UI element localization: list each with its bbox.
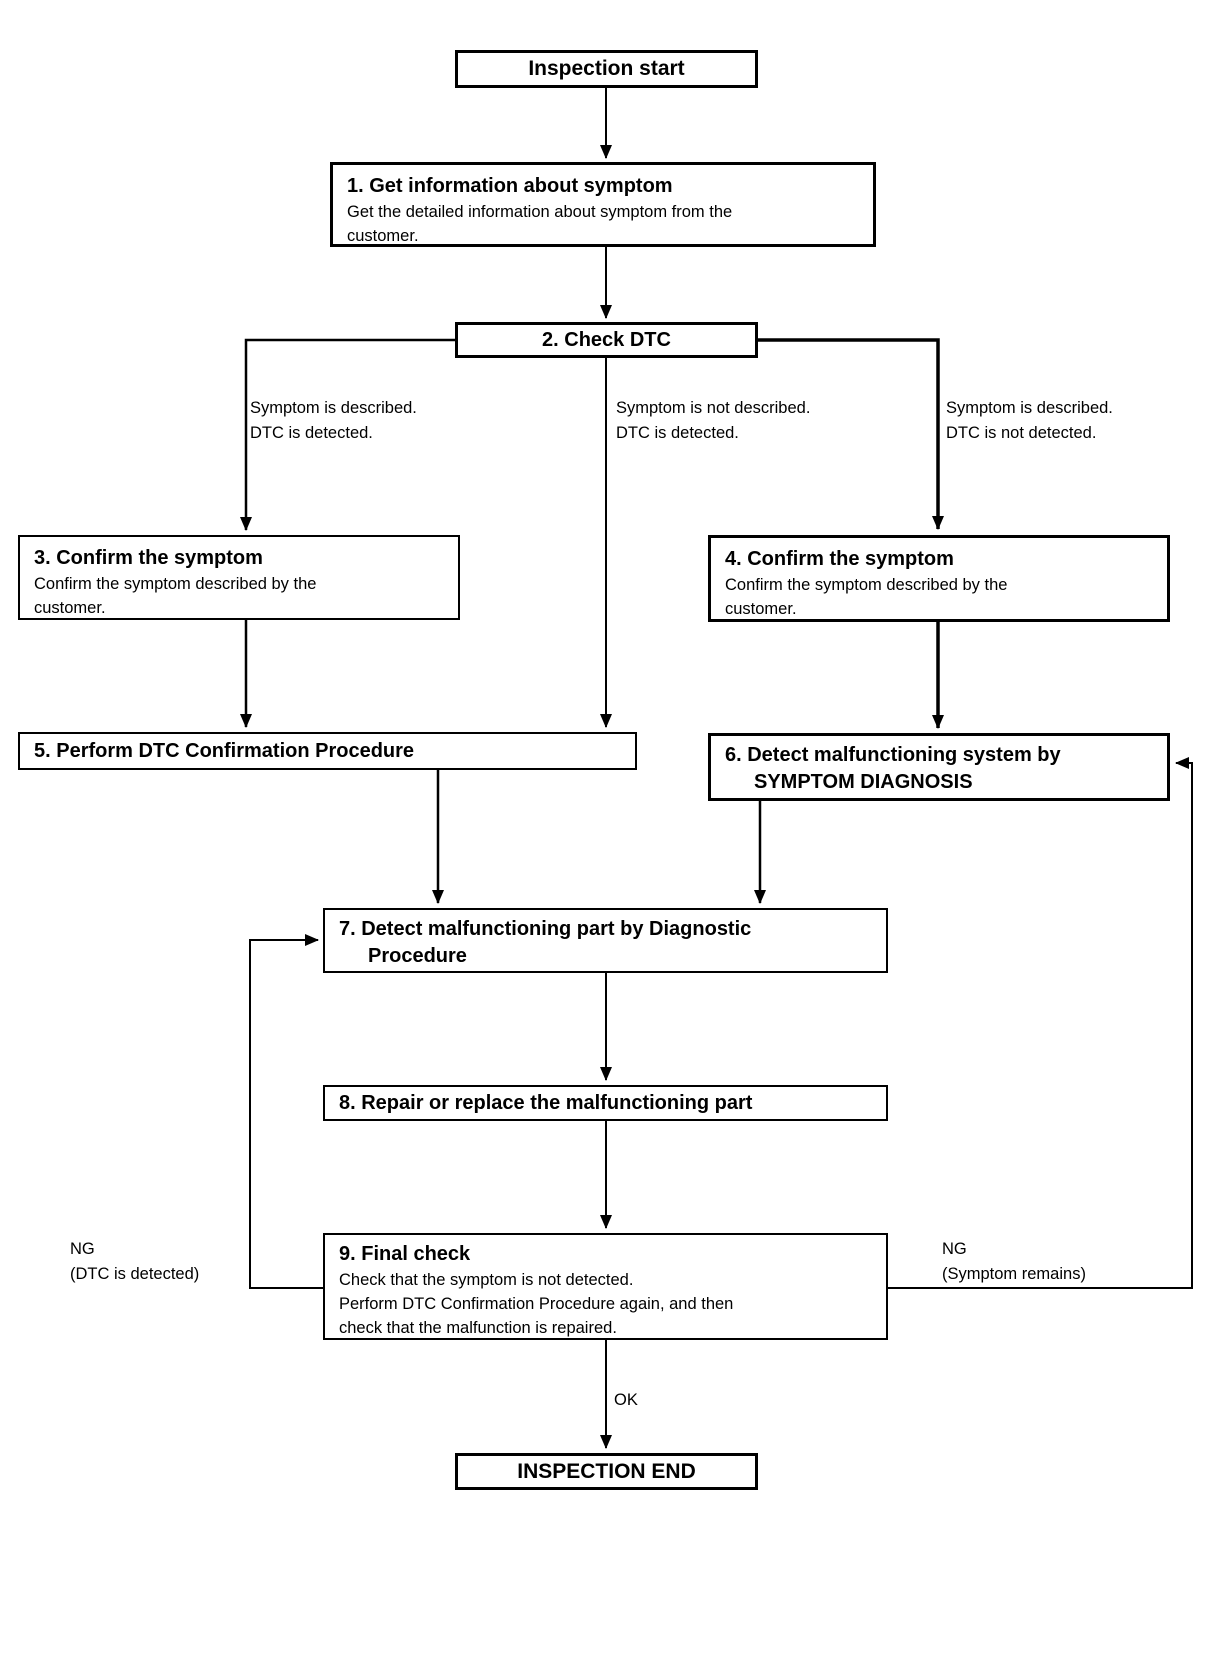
step9-title: 9. Final check: [339, 1243, 471, 1265]
node-step8: 8. Repair or replace the malfunctioning …: [323, 1085, 888, 1121]
step8-title: 8. Repair or replace the malfunctioning …: [339, 1091, 753, 1114]
branch-label-right: Symptom is described. DTC is not detecte…: [946, 396, 1113, 446]
ng-right-line1: NG: [942, 1240, 967, 1258]
branch-right-line2: DTC is not detected.: [946, 424, 1097, 442]
edge-ng-step9-to-step6: [887, 757, 1193, 1289]
branch-mid-line1: Symptom is not described.: [616, 399, 811, 417]
step6-title-line2: SYMPTOM DIAGNOSIS: [754, 771, 973, 793]
inspection-end-label: INSPECTION END: [517, 1459, 696, 1483]
branch-left-line2: DTC is detected.: [250, 424, 373, 442]
node-step5: 5. Perform DTC Confirmation Procedure: [18, 732, 637, 770]
step2-title: 2. Check DTC: [542, 328, 671, 351]
step1-body-line2: customer.: [347, 227, 419, 245]
step7-title-line2: Procedure: [368, 945, 467, 967]
step5-title: 5. Perform DTC Confirmation Procedure: [34, 739, 415, 762]
step3-title: 3. Confirm the symptom: [34, 547, 263, 569]
node-step1: 1. Get information about symptom Get the…: [330, 162, 876, 247]
step9-body-line3: check that the malfunction is repaired.: [339, 1319, 617, 1337]
step1-body-line1: Get the detailed information about sympt…: [347, 203, 733, 221]
edge-step2-to-step3: [240, 338, 457, 531]
ng-left-line2: (DTC is detected): [70, 1265, 200, 1283]
edge-ng-step9-to-step7: [249, 934, 324, 1289]
step3-body-line2: customer.: [34, 599, 106, 617]
ng-left-label: NG (DTC is detected): [70, 1237, 199, 1287]
branch-label-mid: Symptom is not described. DTC is detecte…: [616, 396, 810, 446]
step7-title-line1: 7. Detect malfunctioning part by Diagnos…: [339, 918, 752, 940]
step9-body-line1: Check that the symptom is not detected.: [339, 1271, 634, 1289]
node-step2: 2. Check DTC: [455, 322, 758, 358]
ng-right-line2: (Symptom remains): [942, 1265, 1086, 1283]
branch-left-line1: Symptom is described.: [250, 399, 417, 417]
edge-step2-to-step4: [756, 338, 944, 530]
ok-label: OK: [614, 1388, 638, 1413]
node-step4: 4. Confirm the symptom Confirm the sympt…: [708, 535, 1170, 622]
step4-body-line1: Confirm the symptom described by the: [725, 576, 1008, 594]
step3-body-line1: Confirm the symptom described by the: [34, 575, 317, 593]
node-step9: 9. Final check Check that the symptom is…: [323, 1233, 888, 1340]
step9-body-line2: Perform DTC Confirmation Procedure again…: [339, 1295, 734, 1313]
ok-text: OK: [614, 1391, 638, 1409]
ng-right-label: NG (Symptom remains): [942, 1237, 1086, 1287]
branch-mid-line2: DTC is detected.: [616, 424, 739, 442]
branch-right-line1: Symptom is described.: [946, 399, 1113, 417]
step1-title: 1. Get information about symptom: [347, 175, 673, 197]
step6-title-line1: 6. Detect malfunctioning system by: [725, 744, 1061, 766]
branch-label-left: Symptom is described. DTC is detected.: [250, 396, 417, 446]
node-step7: 7. Detect malfunctioning part by Diagnos…: [323, 908, 888, 973]
node-step3: 3. Confirm the symptom Confirm the sympt…: [18, 535, 460, 620]
step4-body-line2: customer.: [725, 600, 797, 618]
node-step6: 6. Detect malfunctioning system by SYMPT…: [708, 733, 1170, 801]
node-inspection-end: INSPECTION END: [455, 1453, 758, 1490]
node-inspection-start: Inspection start: [455, 50, 758, 88]
inspection-start-label: Inspection start: [528, 57, 685, 80]
step4-title: 4. Confirm the symptom: [725, 548, 954, 570]
ng-left-line1: NG: [70, 1240, 95, 1258]
